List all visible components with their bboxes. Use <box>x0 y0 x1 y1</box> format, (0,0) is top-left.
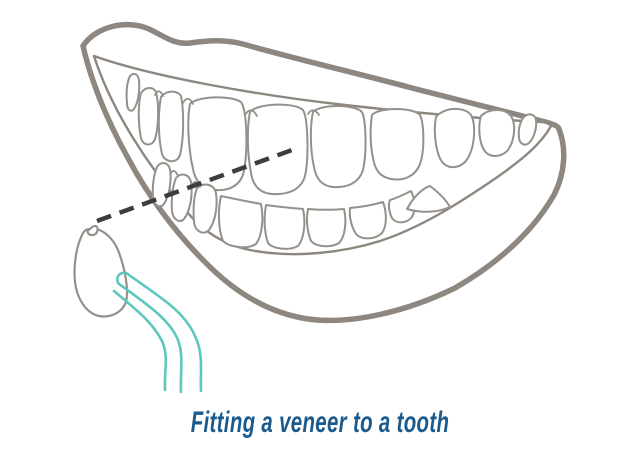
upper-tooth <box>246 103 309 196</box>
dental-instrument <box>112 271 203 394</box>
lower-molar-wedge <box>406 185 451 213</box>
upper-tooth <box>517 113 538 146</box>
upper-tooth <box>157 90 185 163</box>
veneer-illustration <box>73 21 567 394</box>
figure-caption: Fitting a veneer to a tooth <box>190 406 450 439</box>
veneer-illustration-figure: Fitting a veneer to a tooth <box>73 21 567 439</box>
veneer <box>73 224 129 318</box>
upper-tooth <box>187 96 248 192</box>
gum-wedge <box>244 109 258 117</box>
upper-tooth <box>125 72 141 112</box>
upper-tooth <box>478 109 516 157</box>
veneer-shell <box>73 227 129 318</box>
upper-tooth <box>369 108 425 181</box>
lower-tooth <box>192 183 218 234</box>
instrument-handle-inner-line <box>112 289 168 392</box>
gum-wedge <box>307 109 320 116</box>
gum-wedge <box>169 170 179 177</box>
upper-tooth <box>137 87 160 146</box>
gum-wedge <box>154 90 164 97</box>
upper-tooth <box>309 105 367 189</box>
veneer-tip-curl <box>86 224 99 237</box>
upper-tooth <box>433 107 476 169</box>
upper-teeth <box>125 72 538 196</box>
lower-tooth <box>217 195 264 249</box>
lower-tooth <box>263 204 306 250</box>
instrument-handle-outline <box>116 271 203 394</box>
lower-tooth <box>387 190 416 224</box>
placement-dashed-line <box>96 147 293 224</box>
lower-teeth <box>151 162 451 250</box>
gum-wedge <box>182 97 194 105</box>
lower-tooth <box>306 208 347 248</box>
lower-tooth <box>348 201 387 240</box>
